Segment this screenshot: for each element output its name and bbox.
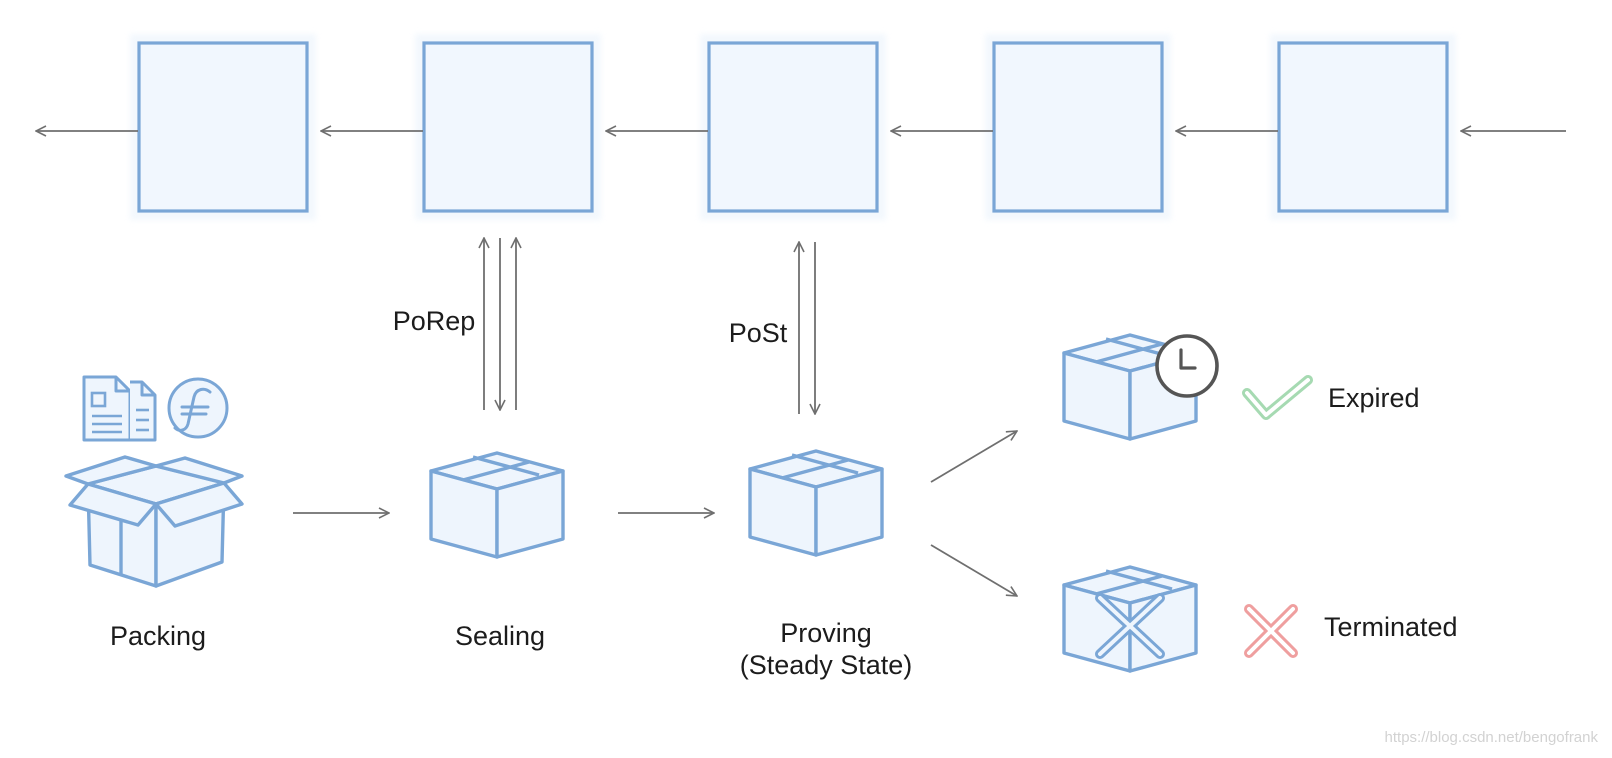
proving-box-icon (748, 449, 884, 557)
outcome-label-terminated: Terminated (1324, 612, 1458, 642)
proving-to-expired-arrow (930, 431, 1017, 483)
terminated-box-cross-icon (1095, 593, 1165, 659)
proving-to-terminated-arrow (930, 544, 1017, 596)
porep-label: PoRep (392, 306, 476, 336)
terminated-cross-icon (1244, 604, 1298, 658)
stage-label-sealing: Sealing (454, 621, 546, 651)
watermark-text: https://blog.csdn.net/bengofrank (1384, 729, 1598, 746)
block-5 (1277, 41, 1449, 213)
sealing-box-icon (429, 451, 565, 559)
expired-check-icon (1242, 375, 1313, 420)
terminated-box-icon (1062, 565, 1198, 673)
stage-label-proving: Proving (Steady State) (716, 618, 936, 682)
stage-label-packing: Packing (109, 621, 207, 651)
stage-label-proving-line2: (Steady State) (739, 649, 913, 680)
packing-documents-icon (82, 375, 157, 442)
block-2 (422, 41, 594, 213)
blockchain (36, 34, 1566, 220)
block-3 (707, 41, 879, 213)
packing-filecoin-icon (167, 377, 229, 439)
block-4 (992, 41, 1164, 213)
expired-clock-icon (1155, 334, 1219, 398)
outcome-label-expired: Expired (1328, 383, 1420, 413)
post-label: PoSt (728, 318, 788, 348)
packing-open-box-icon (64, 455, 244, 588)
block-1 (137, 41, 309, 213)
stage-label-proving-line1: Proving (780, 618, 872, 648)
